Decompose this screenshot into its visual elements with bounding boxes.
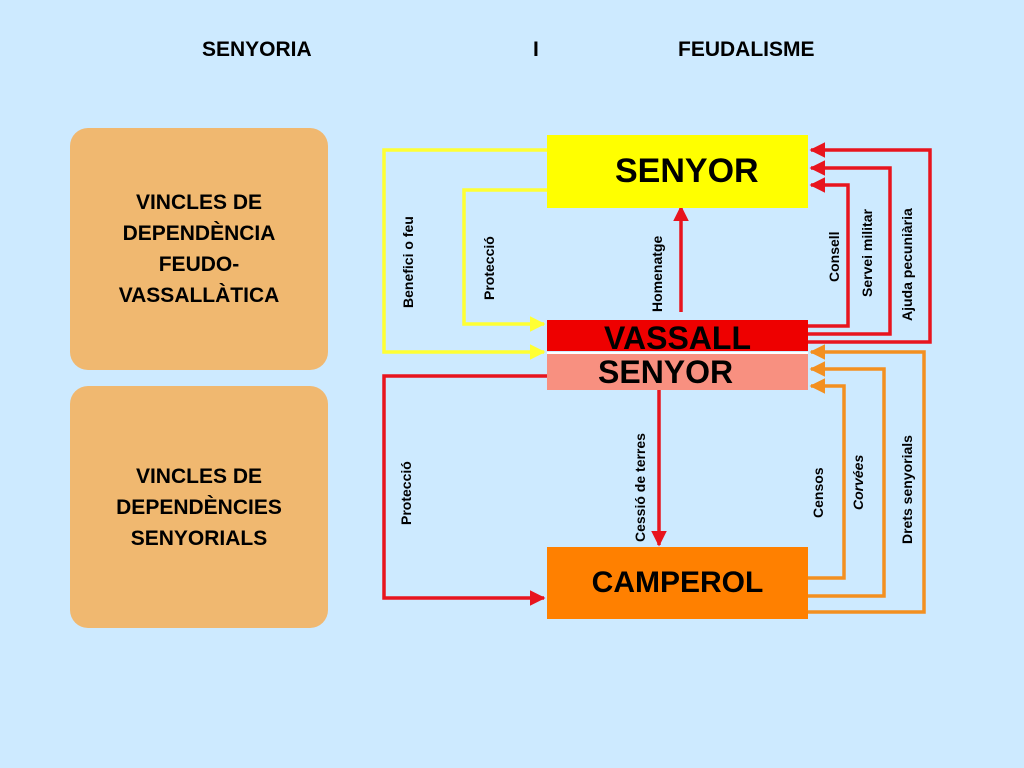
title-conjunction: I <box>533 38 539 61</box>
title-senyoria: SENYORIA <box>202 38 312 61</box>
arrow-benefici <box>382 148 548 360</box>
box-feudo-line-2: DEPENDÈNCIA <box>122 222 276 245</box>
label-corvees: Corvées <box>850 454 866 510</box>
label-benefici: Benefici o feu <box>400 216 416 308</box>
label-servei-militar: Servei militar <box>859 209 875 297</box>
label-ajuda-pecuniaria: Ajuda pecuniària <box>899 208 915 321</box>
node-senyor: SENYOR <box>547 135 808 208</box>
label-homenatge: Homenatge <box>649 235 665 312</box>
label-cessio-terres: Cessió de terres <box>632 433 648 542</box>
box-senyorials-line-2: DEPENDÈNCIES <box>116 495 282 519</box>
arrow-censos <box>808 378 846 580</box>
arrow-servei-militar <box>808 160 892 336</box>
node-vassall-label: VASSALL <box>604 320 751 356</box>
node-senyor-camperol: SENYOR <box>547 352 808 390</box>
arrow-ajuda-pecuniaria <box>808 142 932 344</box>
arrow-drets-senyorials <box>808 344 926 614</box>
label-censos: Censos <box>810 467 826 518</box>
box-senyorials-line-3: SENYORIALS <box>130 526 268 550</box>
label-proteccio-top: Protecció <box>481 236 497 300</box>
label-consell: Consell <box>826 231 842 282</box>
label-drets-senyorials: Drets senyorials <box>899 435 915 544</box>
arrow-proteccio-bottom <box>382 374 548 606</box>
node-vassall: VASSALL <box>547 320 808 356</box>
box-feudo-line-4: VASSALLÀTICA <box>118 284 280 307</box>
box-vincles-feudo-vassallatics: VINCLES DE DEPENDÈNCIA FEUDO- VASSALLÀTI… <box>70 128 328 370</box>
box-feudo-line-1: VINCLES DE <box>135 191 262 214</box>
arrow-consell <box>808 177 850 328</box>
node-camperol: CAMPEROL <box>547 547 808 619</box>
box-feudo-line-3: FEUDO- <box>158 253 240 276</box>
box-vincles-senyorials: VINCLES DE DEPENDÈNCIES SENYORIALS <box>70 386 328 628</box>
arrow-proteccio-top <box>462 188 548 332</box>
title-feudalisme: FEUDALISME <box>678 38 815 61</box>
arrow-corvees <box>808 361 886 598</box>
box-senyorials-line-1: VINCLES DE <box>135 464 262 488</box>
label-proteccio-bottom: Protecció <box>398 461 414 525</box>
